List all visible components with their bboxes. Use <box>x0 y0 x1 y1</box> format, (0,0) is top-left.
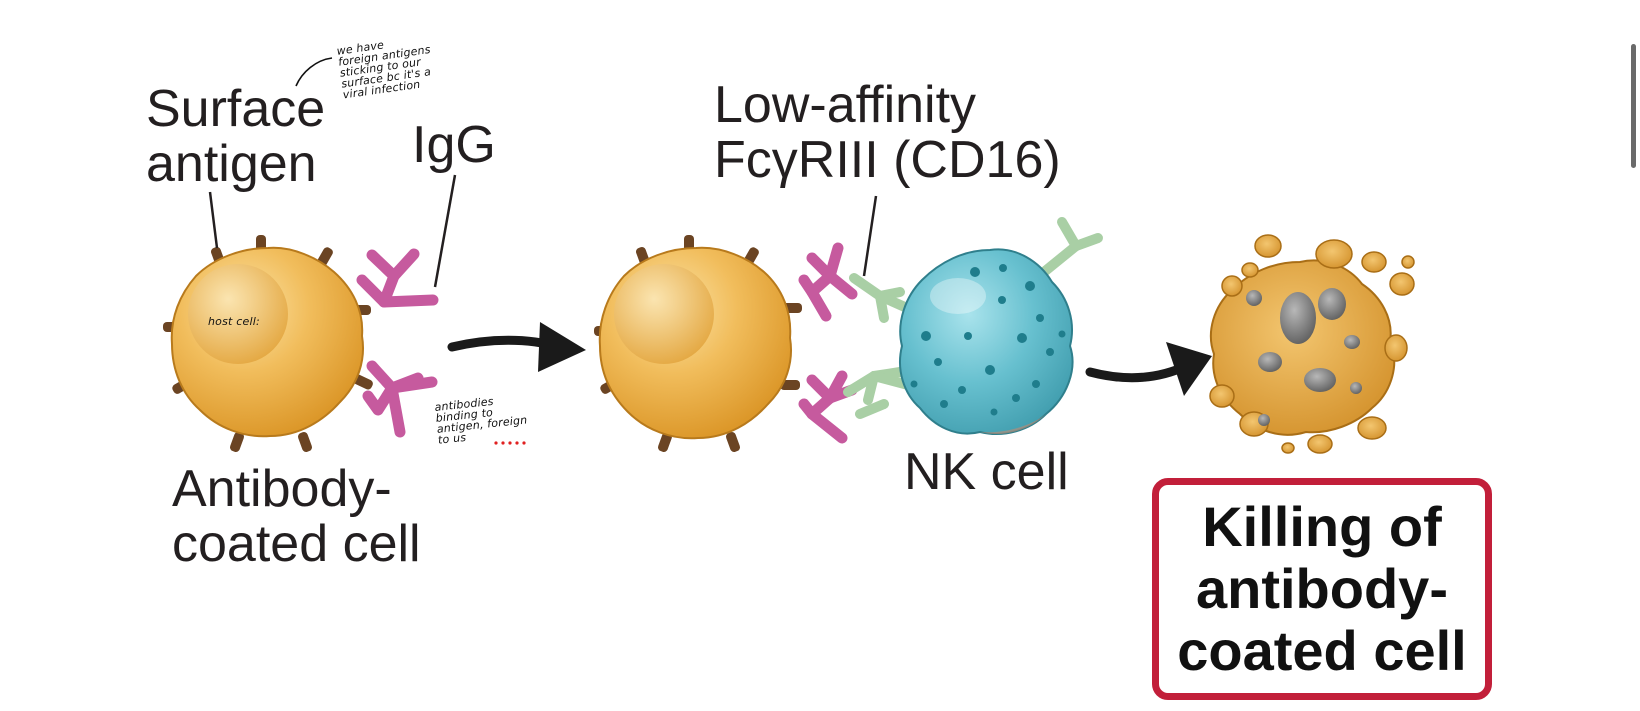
killing-outcome-box: Killing of antibody- coated cell <box>1152 478 1492 700</box>
handwritten-note-pointer <box>295 57 333 87</box>
nk-cell <box>899 248 1074 435</box>
igg-pointer <box>433 174 457 288</box>
igg-antibody-bound-upper <box>798 242 858 322</box>
surface-antigen-label: Surface antigen <box>146 80 326 193</box>
target-cell-nucleus <box>188 264 288 364</box>
arrow-2-head <box>1166 342 1212 396</box>
target-cell-1 <box>163 235 373 452</box>
handwritten-note-host-cell: host cell: <box>208 315 260 328</box>
nk-granules <box>910 264 1066 416</box>
cd16-pointer <box>862 195 878 277</box>
vertical-scrollbar[interactable] <box>1631 44 1636 168</box>
igg-antibody-lower <box>362 360 438 438</box>
handwritten-note-foreign-antigens: we have foreign antigens sticking to our… <box>335 38 432 102</box>
fc-receptor-free <box>1039 217 1103 277</box>
lysed-cell-fragments <box>1246 288 1362 426</box>
igg-antibody-bound-lower <box>798 370 858 444</box>
igg-antibody-upper <box>356 248 439 308</box>
surface-antigen-pointer <box>208 191 219 249</box>
arrow-2 <box>1085 361 1191 383</box>
target-cell-2 <box>594 235 802 452</box>
killing-outcome-label: Killing of antibody- coated cell <box>1177 495 1467 682</box>
antibody-coated-cell-label: Antibody- coated cell <box>172 460 421 573</box>
low-affinity-receptor-label: Low-affinity FcγRIII (CD16) <box>714 76 1061 189</box>
igg-label: IgG <box>412 116 496 174</box>
arrow-1-head <box>538 322 586 372</box>
annotation-dots <box>494 441 526 445</box>
lysed-cell <box>1209 234 1415 454</box>
nk-cell-label: NK cell <box>904 443 1069 501</box>
